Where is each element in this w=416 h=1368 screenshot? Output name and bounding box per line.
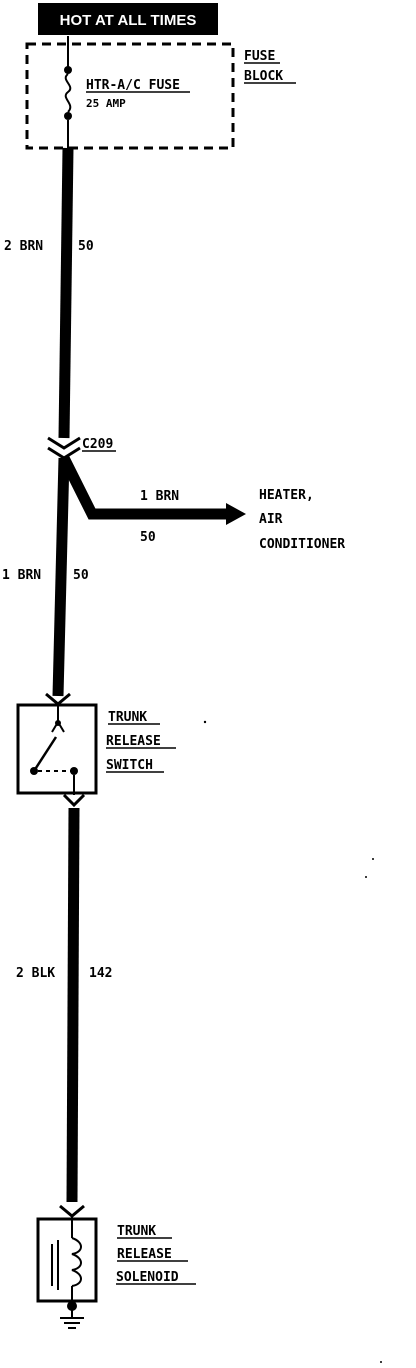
fuse-rating: 25 AMP [86, 97, 126, 110]
fuse-element-icon [64, 73, 72, 113]
branch-destination-line2: AIR [259, 512, 283, 527]
switch-arrow-icon [51, 720, 65, 733]
solenoid-coil-icon [71, 1237, 82, 1287]
wire-upper [58, 147, 74, 439]
switch-pivot [30, 767, 38, 775]
branch-arrow-icon [226, 503, 246, 525]
scan-speck [203, 720, 207, 724]
branch-destination-line3: CONDITIONER [259, 537, 345, 552]
title-text: HOT AT ALL TIMES [60, 12, 197, 29]
wire-middle [52, 457, 70, 697]
solenoid-box [36, 1217, 98, 1303]
switch-blade-icon [32, 736, 58, 772]
fuse-terminal-bottom [64, 112, 72, 120]
wire-branch [59, 455, 228, 520]
solenoid-label-line2: RELEASE [117, 1247, 172, 1262]
wire-branch-gauge: 1 BRN [140, 489, 179, 504]
solenoid-ground-terminal [67, 1301, 77, 1311]
fuse-name: HTR-A/C FUSE [86, 78, 180, 93]
wire-branch-circuit: 50 [140, 530, 156, 545]
connector-c209-icon [47, 436, 81, 460]
solenoid-label-line3: SOLENOID [116, 1270, 179, 1285]
fuse-terminal-top [64, 66, 72, 74]
switch-contact-bottom [70, 767, 78, 775]
wire-lower-gauge: 2 BLK [16, 966, 55, 981]
wire-upper-gauge: 2 BRN [4, 239, 43, 254]
fuse-block-label-line1: FUSE [244, 49, 275, 64]
scan-speck [372, 858, 374, 860]
solenoid-label-line1: TRUNK [117, 1224, 156, 1239]
connector-c209-label: C209 [82, 437, 113, 452]
fuse-block-box [25, 42, 235, 150]
switch-connector-bottom-icon [62, 793, 86, 808]
wire-lower [66, 807, 80, 1203]
wire-lower-circuit: 142 [89, 966, 112, 981]
scan-speck [380, 1361, 382, 1363]
branch-destination-line1: HEATER, [259, 488, 314, 503]
wire-middle-gauge: 1 BRN [2, 568, 41, 583]
scan-speck [365, 876, 367, 878]
fuse-block-label-line2: BLOCK [244, 69, 283, 84]
title-banner [38, 3, 218, 35]
ground-icon [60, 1317, 84, 1329]
switch-label-line3: SWITCH [106, 758, 153, 773]
switch-label-line1: TRUNK [108, 710, 147, 725]
wire-middle-circuit: 50 [73, 568, 89, 583]
solenoid-connector-icon [59, 1204, 85, 1218]
wire-upper-circuit: 50 [78, 239, 94, 254]
switch-label-line2: RELEASE [106, 734, 161, 749]
